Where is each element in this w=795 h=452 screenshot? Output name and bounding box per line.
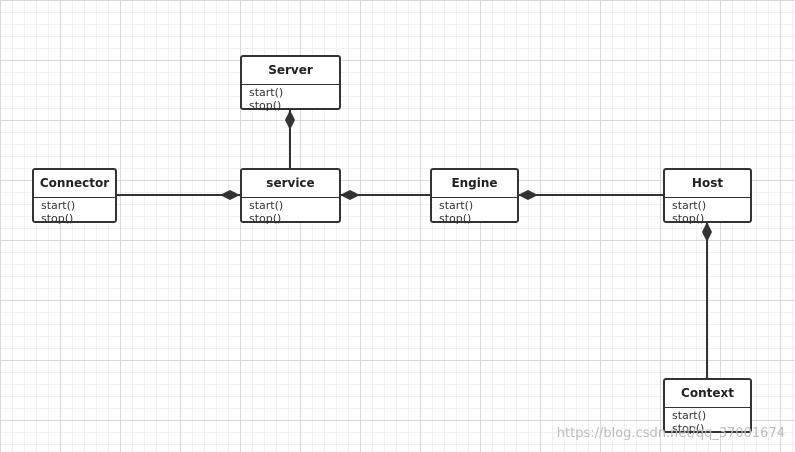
class-name: Server — [242, 57, 339, 85]
watermark-text: https://blog.csdn.net/qq_37001674 — [556, 426, 785, 441]
method-start: start() — [439, 199, 474, 212]
class-context[interactable]: Context start() stop() — [663, 378, 752, 435]
method-start: start() — [672, 199, 707, 212]
method-start: start() — [249, 86, 284, 99]
class-host[interactable]: Host start() stop() — [663, 168, 752, 225]
class-server[interactable]: Server start() stop() — [240, 55, 341, 112]
method-stop: stop() — [249, 212, 282, 225]
class-connector[interactable]: Connector start() stop() — [32, 168, 117, 225]
method-stop: stop() — [249, 99, 282, 112]
class-name: Host — [665, 170, 750, 198]
composition-diamond-engine — [518, 190, 538, 200]
class-name: Connector — [34, 170, 115, 198]
class-service[interactable]: service start() stop() — [240, 168, 341, 225]
composition-diamond-server — [285, 110, 295, 130]
method-start: start() — [249, 199, 284, 212]
method-stop: stop() — [672, 422, 705, 435]
composition-diamond-host — [702, 222, 712, 242]
class-engine[interactable]: Engine start() stop() — [430, 168, 519, 225]
method-start: start() — [672, 409, 707, 422]
composition-diamond-service-left — [220, 190, 240, 200]
method-stop: stop() — [672, 212, 705, 225]
method-stop: stop() — [41, 212, 74, 225]
method-stop: stop() — [439, 212, 472, 225]
class-name: Context — [665, 380, 750, 408]
class-name: service — [242, 170, 339, 198]
method-start: start() — [41, 199, 76, 212]
class-name: Engine — [432, 170, 517, 198]
composition-diamond-service-right — [340, 190, 360, 200]
